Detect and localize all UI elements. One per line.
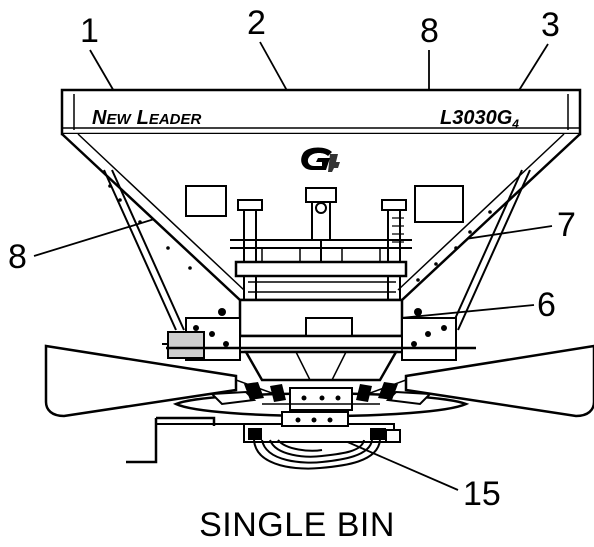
callout-8: 8 (8, 238, 27, 276)
lower-frame (126, 416, 244, 464)
decal-8 (185, 185, 227, 217)
decal-7 (414, 185, 464, 223)
g4-logo-icon (301, 147, 340, 172)
callout-2: 2 (247, 4, 266, 42)
center-frame (230, 187, 412, 300)
hydraulic-hoses (243, 411, 401, 470)
callout-7: 8 (420, 12, 439, 50)
callout-1: 1 (80, 12, 99, 50)
callout-15: 15 (463, 475, 501, 513)
lower-body (162, 298, 476, 382)
model-number: L3030G4 (440, 107, 519, 131)
callout-3: 3 (541, 6, 560, 44)
callout-5: 6 (537, 286, 556, 324)
decal-5 (305, 317, 353, 337)
diagram-caption: SINGLE BIN (199, 506, 395, 544)
spinner-assembly (172, 382, 470, 418)
callout-6: 7 (557, 206, 576, 244)
leader-lines (33, 41, 553, 491)
